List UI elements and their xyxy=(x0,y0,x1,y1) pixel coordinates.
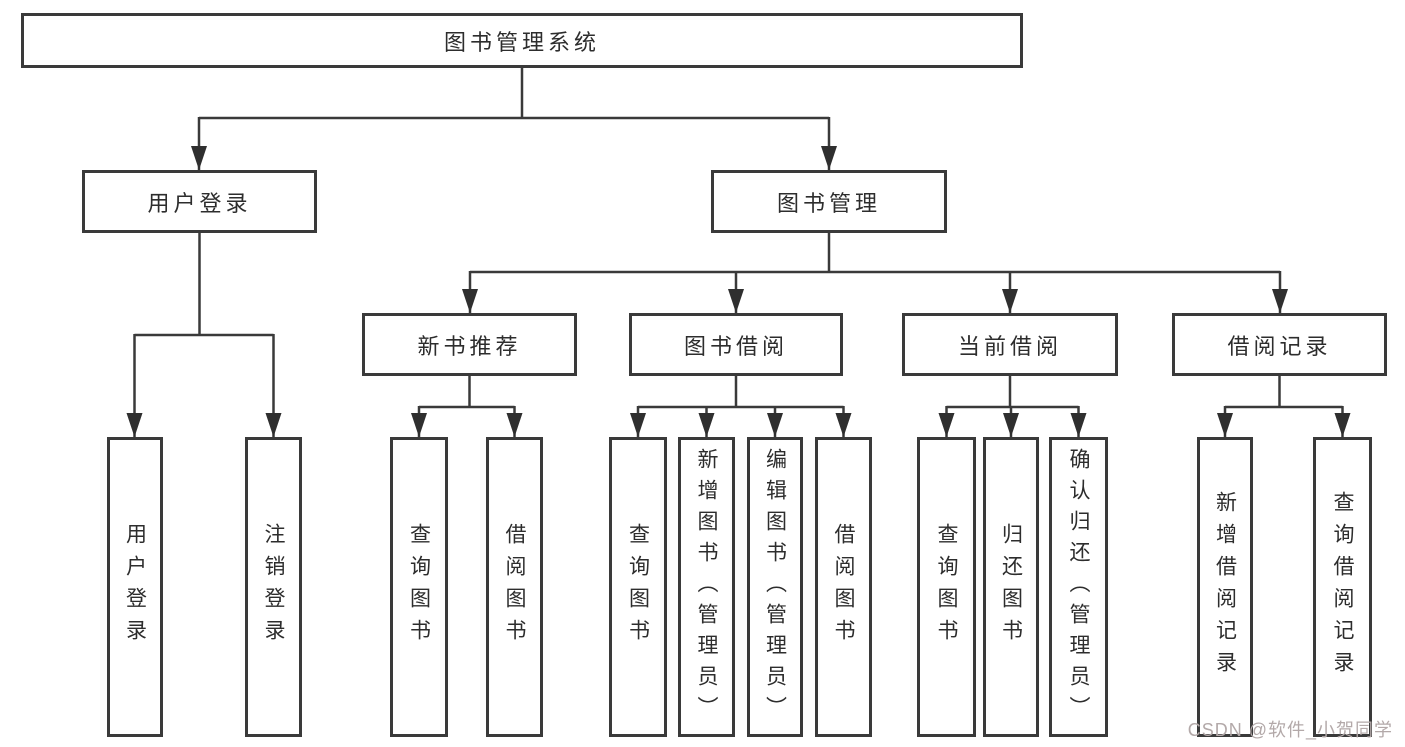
node-user-login: 用户登录 xyxy=(82,170,317,233)
leaf-search-books-recommend: 查询图书 xyxy=(390,437,448,737)
node-current-borrowing: 当前借阅 xyxy=(902,313,1118,376)
leaf-search-books-current: 查询图书 xyxy=(917,437,976,737)
connector-borrowing-records-to-leaves xyxy=(1217,376,1351,437)
leaf-edit-books-admin: 编辑图书（管理员） xyxy=(747,437,803,737)
csdn-watermark: CSDN @软件_小贺同学 xyxy=(1187,720,1393,740)
leaf-add-borrow-record: 新增借阅记录 xyxy=(1197,437,1253,737)
connector-user-login-to-leaves xyxy=(126,233,282,437)
leaf-borrow-books-borrowing: 借阅图书 xyxy=(815,437,872,737)
leaf-logout: 注销登录 xyxy=(245,437,302,737)
connector-new-book-recommendation-to-leaves xyxy=(411,376,523,437)
leaf-add-books-admin: 新增图书（管理员） xyxy=(678,437,735,737)
node-new-book-recommendation: 新书推荐 xyxy=(362,313,577,376)
node-book-management: 图书管理 xyxy=(711,170,947,233)
node-book-borrowing: 图书借阅 xyxy=(629,313,843,376)
node-borrowing-records: 借阅记录 xyxy=(1172,313,1387,376)
leaf-search-books-borrowing: 查询图书 xyxy=(609,437,667,737)
connector-book-borrowing-to-leaves xyxy=(630,376,852,437)
connector-root-to-level1 xyxy=(191,68,837,170)
connector-current-borrowing-to-leaves xyxy=(938,376,1087,437)
connector-book-management-to-level2 xyxy=(462,233,1288,313)
leaf-search-borrow-record: 查询借阅记录 xyxy=(1313,437,1372,737)
leaf-return-books: 归还图书 xyxy=(983,437,1039,737)
node-library-management-system: 图书管理系统 xyxy=(21,13,1023,68)
leaf-confirm-return-admin: 确认归还（管理员） xyxy=(1049,437,1108,737)
leaf-borrow-books-recommend: 借阅图书 xyxy=(486,437,543,737)
leaf-user-login: 用户登录 xyxy=(107,437,163,737)
